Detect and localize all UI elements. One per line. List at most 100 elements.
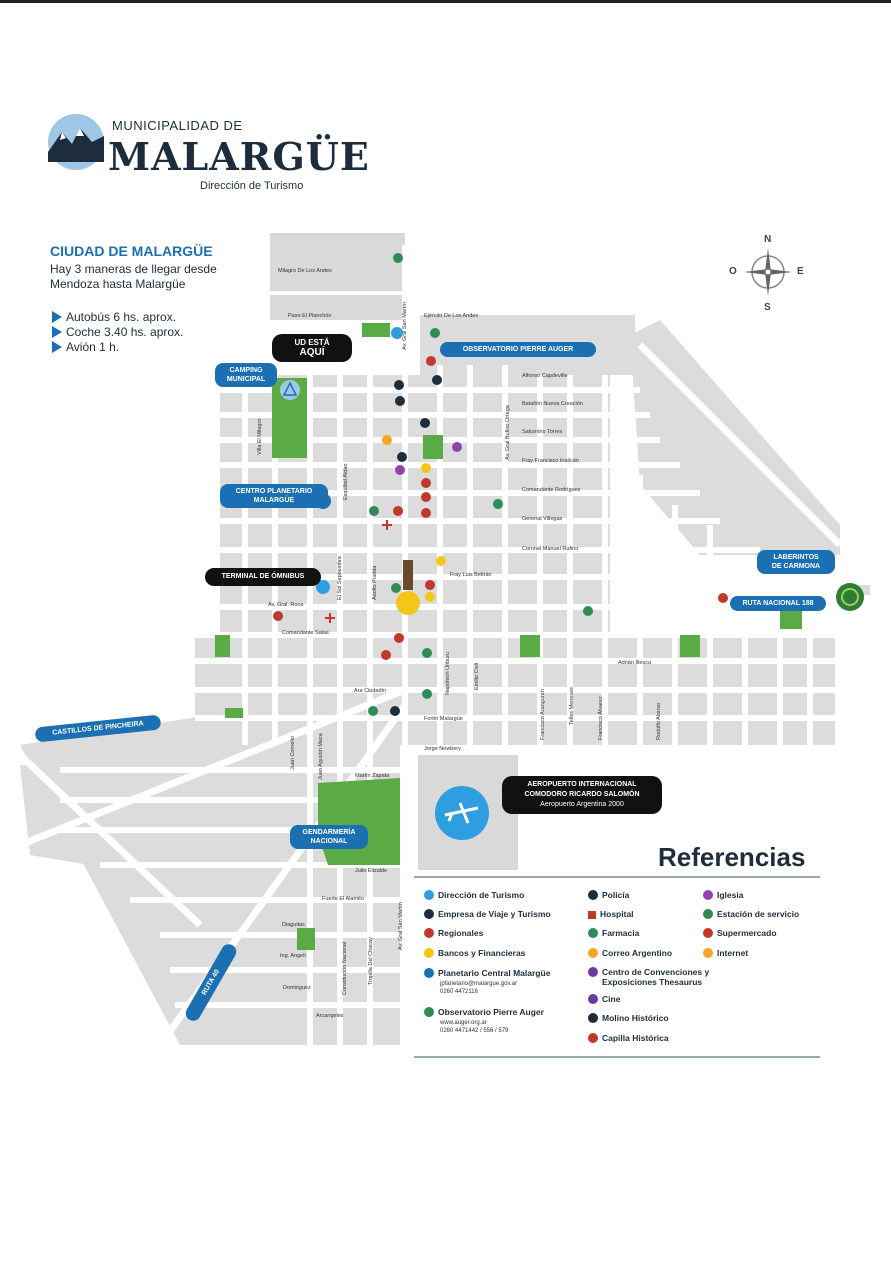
bank-icon: [424, 948, 434, 958]
regionales-icon: [424, 928, 434, 938]
street-label-vertical: Juan Agustín Maza: [318, 733, 324, 780]
street-label: Dominguez: [283, 985, 311, 991]
you-are-here-line2: AQUÍ: [299, 347, 325, 358]
observatory-icon: [424, 1007, 434, 1017]
street-label: Fuerte El Alamito: [322, 896, 364, 902]
street-label-vertical: Av. Gral Bufino Ortega: [505, 405, 511, 460]
aeropuerto-line2: COMODORO RICARDO SALOMÓN: [524, 791, 640, 798]
supermarket-icon: [703, 928, 713, 938]
church-icon: [703, 890, 713, 900]
intro-line-2: Mendoza hasta Malargüe: [50, 277, 186, 291]
ref-divider-bottom: [414, 1056, 820, 1058]
street-label-vertical: Av. Gral San Martín: [402, 302, 408, 350]
aeropuerto-line1: AEROPUERTO INTERNACIONAL: [527, 781, 637, 788]
ref-planetario: Planetario Central Malargüe: [424, 968, 550, 978]
gendarmeria-line1: GENDARMERÍA: [302, 829, 356, 836]
street-label-vertical: Esquibel Aldao: [343, 463, 349, 500]
aeropuerto-label: AEROPUERTO INTERNACIONAL COMODORO RICARD…: [502, 776, 662, 814]
ref-auger-phone: 0260 4471442 / 556 / 579: [440, 1028, 509, 1034]
top-border: [0, 0, 891, 3]
maze-icon: [836, 583, 864, 611]
ref-planetario-phone: 0260 4472116: [440, 989, 478, 995]
ref-policia: Policía: [588, 890, 629, 900]
street-label: Fray Luis Beltrán: [450, 572, 492, 578]
planetario-label: CENTRO PLANETARIO MALARGÜE: [220, 484, 328, 508]
compass-rose-icon: [744, 248, 792, 296]
ref-supermercado: Supermercado: [703, 928, 777, 938]
ref-observatorio: Observatorio Pierre Auger: [424, 1007, 544, 1017]
compass-e: E: [797, 266, 804, 277]
street-label: Adrián Illesca: [618, 660, 652, 666]
chapel-icon: [588, 1033, 598, 1043]
ref-estacion: Estación de servicio: [703, 909, 799, 919]
travel-car: Coche 3.40 hs. aprox.: [52, 325, 183, 339]
street-label: Av. Gral. Roca: [268, 602, 304, 608]
street-label: Julio Elizalde: [355, 868, 388, 874]
ref-planetario-email: jpfanetario@malargue.gov.ar: [440, 981, 518, 987]
planetario-line2: MALARGÜE: [253, 497, 295, 504]
street-label-vertical: Francisco Álvarez: [598, 696, 604, 740]
hospital-icon: [588, 911, 596, 919]
internet-icon: [703, 948, 713, 958]
ref-iglesia: Iglesia: [703, 890, 743, 900]
street-label-vertical: Telles Meneses: [569, 687, 575, 725]
street-label-vertical: Adolfo Puebla: [372, 565, 378, 600]
street-label-vertical: Emilio Civit: [474, 662, 480, 690]
ref-turismo: Dirección de Turismo: [424, 890, 524, 900]
compass-o: O: [729, 266, 737, 277]
street-label: Paso El Planchón: [288, 313, 332, 319]
ref-farmacia: Farmacia: [588, 928, 639, 938]
street-label: Ejército De Los Andes: [424, 313, 479, 319]
gendarmeria-line2: NACIONAL: [310, 838, 348, 845]
you-are-here-label: UD ESTÁ AQUÍ: [272, 334, 352, 362]
ref-correo: Correo Argentino: [588, 948, 672, 958]
ref-divider-top: [414, 876, 820, 878]
plaza-icon: [396, 591, 420, 615]
street-label-vertical: Napoleon Uriburu: [445, 651, 451, 695]
street-label: Diaguitas: [282, 922, 305, 928]
street-label: Saturnino Torres: [522, 429, 563, 435]
ref-empresa-viaje: Empresa de Viaje y Turismo: [424, 909, 551, 919]
info-icon: [424, 890, 434, 900]
camping-label: CAMPING MUNICIPAL: [215, 363, 277, 387]
street-label: Milagro De Los Andes: [278, 268, 332, 274]
terminal-label: TERMINAL DE ÓMNIBUS: [205, 568, 321, 586]
observatorio-label: OBSERVATORIO PIERRE AUGER: [440, 342, 596, 357]
street-label: Ing. Angeli: [280, 953, 306, 959]
ref-molino: Molino Histórico: [588, 1013, 669, 1023]
bus-terminal-icon: [316, 580, 330, 594]
ref-cine: Cine: [588, 994, 620, 1004]
city-map[interactable]: [0, 225, 891, 1065]
references-title: Referencias: [658, 842, 806, 872]
street-label: Martín Zapata: [355, 773, 390, 779]
street-label: Coronel Manuel Rufino: [522, 546, 579, 552]
ref-convenciones-2: Exposiciones Thesaurus: [602, 977, 703, 987]
street-label-vertical: El Sol Septiembre: [337, 555, 343, 600]
camping-line1: CAMPING: [229, 367, 263, 374]
street-label: Jorge Newbery: [424, 746, 461, 752]
street-label: General Villegas: [522, 516, 563, 522]
planetarium-icon: [424, 968, 434, 978]
ref-capilla: Capilla Histórica: [588, 1033, 669, 1043]
ref-internet: Internet: [703, 948, 748, 958]
ref-auger-web: www.auger.org.ar: [440, 1020, 487, 1026]
street-label-vertical: Tropilla Del Chacay: [368, 937, 374, 985]
ruta-188-label: RUTA NACIONAL 188: [730, 596, 826, 611]
street-label: Fray Francisco Inalicán: [522, 458, 579, 464]
gendarmeria-label: GENDARMERÍA NACIONAL: [290, 825, 368, 849]
police-icon: [588, 890, 598, 900]
logo-sub-text: Dirección de Turismo: [200, 180, 304, 192]
compass-s: S: [764, 302, 771, 313]
street-label: Batallón Nueva Creación: [522, 401, 583, 407]
travel-bus: Autobús 6 hs. aprox.: [52, 310, 176, 324]
camping-line2: MUNICIPAL: [226, 376, 266, 383]
compass-n: N: [764, 234, 772, 245]
laberintos-line1: LABERINTOS: [773, 554, 819, 561]
planetario-line1: CENTRO PLANETARIO: [235, 488, 313, 495]
street-label-vertical: Francisco Aranguren: [540, 689, 546, 740]
gas-station-icon: [703, 909, 713, 919]
aeropuerto-line3: Aeropuerto Argentina 2000: [540, 801, 624, 808]
street-label: Alfonso Capdeville: [522, 373, 568, 379]
laberintos-line2: DE CARMONA: [771, 563, 821, 570]
you-are-here-line1: UD ESTÁ: [294, 338, 330, 347]
